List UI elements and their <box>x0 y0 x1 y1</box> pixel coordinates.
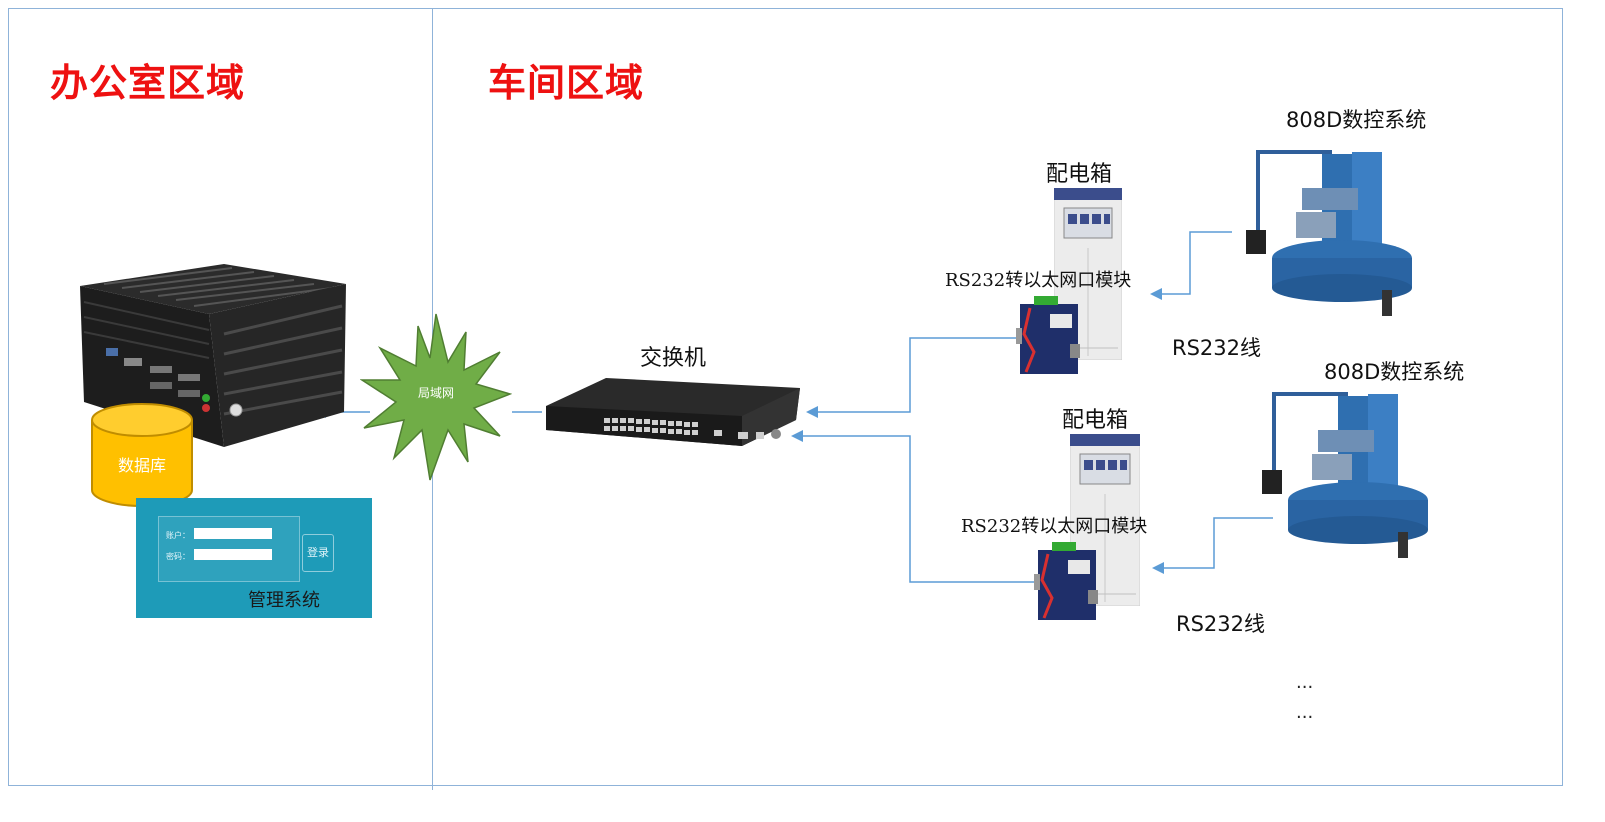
workshop-region-title: 车间区域 <box>488 61 645 105</box>
password-field-label: 密码： <box>166 552 190 561</box>
rs232-module-2-icon <box>1034 542 1098 620</box>
office-region-title: 办公室区域 <box>50 61 246 105</box>
database-label: 数据库 <box>117 456 166 475</box>
lan-node: 局域网 <box>360 312 512 482</box>
cnc-2-label: 808D数控系统 <box>1324 360 1465 384</box>
network-switch-icon <box>546 378 800 446</box>
switch-label: 交换机 <box>640 346 707 371</box>
cabinet-2-label: 配电箱 <box>1062 408 1129 433</box>
lan-label: 局域网 <box>417 386 454 400</box>
cnc1-to-module1-arrow <box>1150 231 1232 300</box>
cable-2-label: RS232线 <box>1176 612 1266 636</box>
more-devices-ellipsis-1: ... <box>1296 672 1314 693</box>
cnc2-to-module2-arrow <box>1152 517 1273 574</box>
module2-to-switch-arrow <box>791 430 1036 583</box>
cnc-1-label: 808D数控系统 <box>1286 108 1427 132</box>
database-icon <box>91 403 193 507</box>
module-2-label: RS232转以太网口模块 <box>961 516 1148 537</box>
module-1-label: RS232转以太网口模块 <box>945 270 1132 291</box>
login-button[interactable]: 登录 <box>302 534 334 572</box>
diagram-frame <box>8 8 1563 786</box>
username-field-label: 账户： <box>166 531 190 540</box>
cable-1-label: RS232线 <box>1172 336 1262 360</box>
management-system-label: 管理系统 <box>248 590 320 611</box>
more-devices-ellipsis-2: ... <box>1296 702 1314 723</box>
management-system-panel: 账户： 密码： 登录 管理系统 <box>136 498 372 618</box>
username-input[interactable] <box>194 528 272 539</box>
cabinet-1-label: 配电箱 <box>1046 162 1113 187</box>
rs232-module-1-icon <box>1016 296 1080 374</box>
cnc-machine-1-icon <box>1246 150 1412 316</box>
password-input[interactable] <box>194 549 272 560</box>
module1-to-switch-arrow <box>806 337 1020 418</box>
database-node: 数据库 <box>90 402 194 510</box>
cnc-machine-2-icon <box>1262 392 1428 558</box>
lan-burst-icon <box>360 313 512 481</box>
